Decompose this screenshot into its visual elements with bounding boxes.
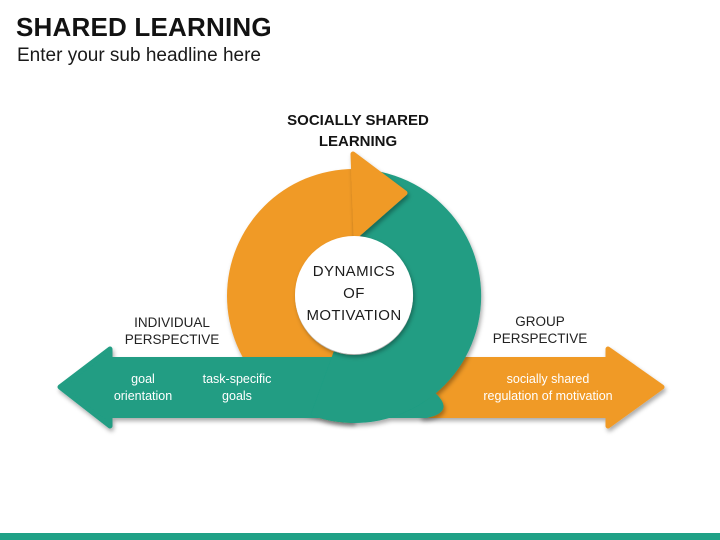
- left-arrow-item-task-specific-goals: task-specific goals: [202, 372, 272, 403]
- teal-ring-flare: [389, 393, 444, 418]
- left-perspective-label: INDIVIDUAL PERSPECTIVE: [124, 315, 220, 347]
- left-arrow-head: [57, 346, 113, 429]
- slide-subtitle: Enter your sub headline here: [17, 45, 261, 66]
- top-arrow-head: [350, 151, 408, 239]
- top-label: SOCIALLY SHARED LEARNING: [287, 112, 429, 150]
- center-label: DYNAMICS OF MOTIVATION: [306, 263, 402, 324]
- center-circle: [295, 236, 413, 354]
- right-arrow-head: [605, 346, 665, 429]
- right-perspective-label: GROUP PERSPECTIVE: [492, 314, 588, 346]
- teal-ring-arc: [310, 168, 482, 423]
- slide-title: SHARED LEARNING: [16, 12, 272, 42]
- right-arrow-item-socially-shared-regulation: socially shared regulation of motivation: [483, 372, 613, 403]
- footer-bar: [0, 533, 720, 540]
- left-arrow-item-goal-orientation: goal orientation: [113, 372, 173, 403]
